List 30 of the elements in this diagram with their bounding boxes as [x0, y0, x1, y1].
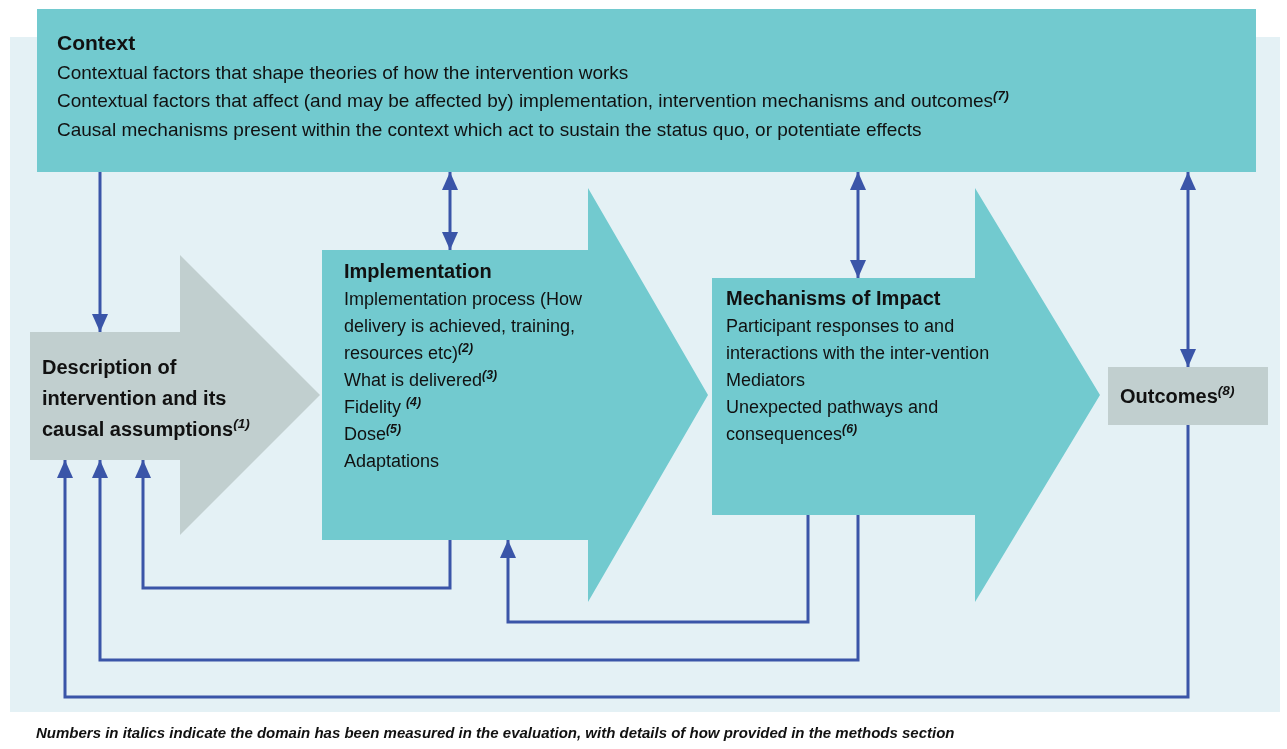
arrow — [57, 425, 1190, 699]
heading: Context — [57, 30, 137, 56]
heading: Description of intervention and its causal assumptions$^{(1)}$ — [42, 355, 251, 442]
arrow — [500, 515, 810, 624]
body-text: Unexpected pathways and consequences$^{(6)}$ — [726, 396, 940, 446]
arrow — [850, 172, 866, 278]
body-text: Contextual factors that shape theories of how the intervention works — [57, 60, 630, 85]
body-text: Participant responses to and interactions with the inter-vention — [726, 315, 991, 365]
outcomes-box — [1108, 367, 1268, 425]
arrow — [442, 172, 458, 250]
footnote: Numbers in italics indicate the domain has been measured in the evaluation, with details of how provided in the methods section — [36, 724, 955, 741]
body-text: Adaptations — [344, 450, 441, 473]
arrow — [92, 460, 860, 662]
mechanisms-block — [712, 188, 1100, 602]
heading: Implementation — [344, 259, 493, 284]
implementation-block — [322, 188, 708, 602]
body-text: Contextual factors that affect (and may be affected by) implementation, intervention mechanisms and outcomes$^{(7)}$ — [57, 87, 1010, 113]
arrow — [1180, 172, 1196, 367]
body-text: Dose$^{(5)}$ — [344, 421, 402, 446]
body-text: Fidelity $^{(4)}$ — [344, 394, 422, 419]
body-text: Mediators — [726, 369, 807, 392]
description-block — [30, 255, 320, 535]
arrow — [135, 460, 452, 590]
heading: Outcomes$^{(8)}$ — [1120, 382, 1236, 409]
context-box — [37, 9, 1256, 172]
heading: Mechanisms of Impact — [726, 286, 942, 311]
body-text: What is delivered$^{(3)}$ — [344, 367, 498, 392]
body-text: Causal mechanisms present within the context which act to sustain the status quo, or potentiate effects — [57, 117, 923, 142]
body-text: Implementation process (How delivery is achieved, training, resources etc)$^{(2)}$ — [344, 288, 584, 365]
arrow — [92, 172, 108, 332]
